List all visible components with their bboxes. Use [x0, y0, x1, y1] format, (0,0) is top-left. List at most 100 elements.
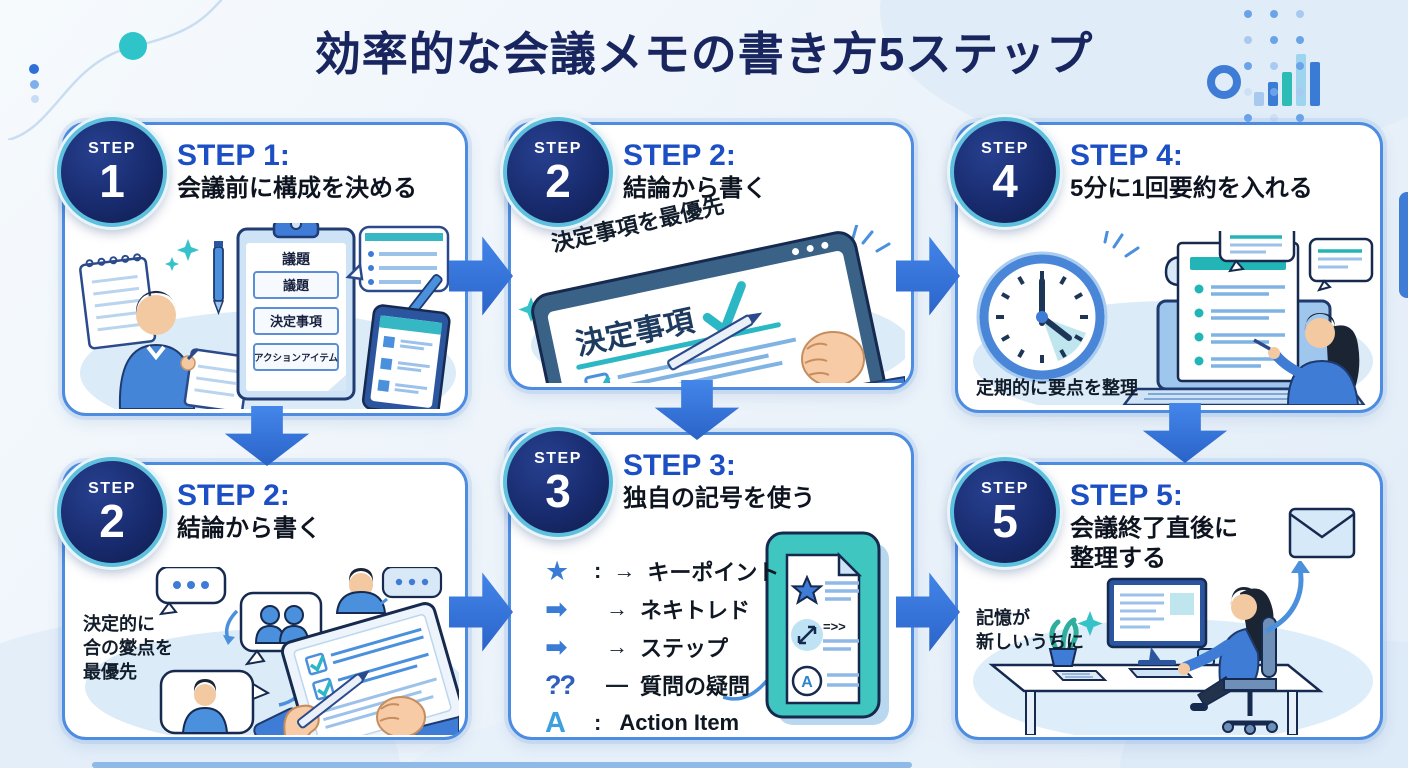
block-arrow-icon: ➡	[545, 593, 568, 624]
step4-illustration	[973, 231, 1374, 405]
caption-line: 合の夑点を	[83, 638, 173, 658]
edge-capsule-decoration	[1399, 192, 1408, 298]
keyboard-icon	[1127, 668, 1194, 678]
legend-row: ?? — 質問の疑問	[545, 669, 779, 701]
step2-illustration: 決定事項	[518, 225, 905, 383]
step-3-card: ★ : → キーポイント ➡ → ネキトレド ➡ → ステップ	[503, 427, 914, 740]
badge-step-number: 4	[992, 154, 1018, 207]
emphasis-lines-icon	[1103, 231, 1140, 258]
dot-decoration	[31, 95, 39, 103]
legend-separator: :	[594, 710, 602, 735]
badge-step-label: STEP	[534, 450, 582, 468]
badge-step-label: STEP	[88, 480, 136, 498]
hand-pen-icon	[296, 670, 459, 735]
step-badge: STEP 5	[950, 457, 1060, 567]
symbol-document-icon: =>> A	[765, 531, 889, 725]
badge-step-label: STEP	[981, 480, 1029, 498]
card-subtitle: 会議前に構成を決める	[177, 174, 417, 202]
bottom-strip-decoration	[92, 762, 912, 768]
badge-step-number: 3	[545, 464, 571, 517]
step-5-card: 記憶が 新しいうちに STEP 5 STEP 5: 会議終了直後に 整理する	[950, 457, 1383, 740]
doc-note: =>>	[823, 619, 846, 634]
card-header: STEP 4: 5分に1回要約を入れる	[1070, 140, 1313, 202]
badge-step-number: 2	[99, 494, 125, 547]
card-subtitle: 会議終了直後に	[1070, 514, 1238, 542]
step-1-card: 議題 議題 決定事項 アクションアイテム	[57, 117, 468, 416]
card-subtitle: 結論から書く	[623, 174, 767, 202]
clipboard-row: アクションアイテム	[254, 353, 339, 364]
action-item-icon: A	[545, 706, 566, 737]
speech-bubble-icon	[1308, 237, 1374, 292]
notebook-icon	[1051, 670, 1108, 681]
dash-icon: —	[606, 672, 628, 697]
caption-line: 新しいうちに	[976, 632, 1084, 652]
step5-illustration	[973, 577, 1373, 735]
arrow-right-icon: →	[606, 596, 628, 621]
circled-a-icon	[791, 665, 823, 697]
page-title: 効率的な会議メモの書き方5ステップ	[314, 28, 1094, 80]
card-body: 記憶が 新しいうちに	[958, 465, 1380, 737]
star-icon	[790, 574, 824, 605]
badge-step-number: 5	[992, 494, 1018, 547]
caption-line: 決定的に	[83, 614, 155, 634]
card-heading: STEP 2:	[177, 479, 290, 512]
card-body: 議題 議題 決定事項 アクションアイテム	[65, 125, 465, 413]
badge-step-label: STEP	[88, 140, 136, 158]
group-bubble-icon	[239, 591, 323, 666]
legend-row: ★ : → キーポイント	[545, 555, 779, 587]
step-badge: STEP 4	[950, 117, 1060, 227]
legend-row: ➡ → ステップ	[545, 631, 779, 663]
caption-line: 記憶が	[976, 608, 1030, 628]
block-arrow-icon: ➡	[545, 631, 568, 662]
arrow-right-icon: →	[613, 558, 636, 583]
doc-a-label: A	[801, 674, 813, 691]
card-body: 定期的に要点を整理	[958, 125, 1380, 410]
emphasis-lines-icon	[851, 225, 891, 253]
card-header: STEP 3: 独自の記号を使う	[623, 450, 815, 512]
legend-label: キーポイント	[647, 560, 780, 585]
card-heading: STEP 3:	[623, 449, 736, 482]
sparkle-icon	[518, 297, 544, 322]
monitor-icon	[1106, 577, 1208, 665]
badge-step-number: 2	[545, 154, 571, 207]
card-header: STEP 2: 結論から書く	[623, 140, 767, 202]
clipboard-row: 議題	[283, 278, 310, 293]
legend-row: ➡ → ネキトレド	[545, 593, 779, 625]
clipboard-row: 決定事項	[270, 314, 323, 329]
card-subtitle: 独自の記号を使う	[623, 484, 815, 512]
symbol-legend: ★ : → キーポイント ➡ → ネキトレド ➡ → ステップ	[545, 555, 779, 737]
note-bubble-icon	[345, 225, 450, 293]
corner-curve-decoration	[7, 0, 223, 140]
step-2-bottom-card: 決定的に 合の夑点を 最優先 STEP 2 STEP 2: 結論から書く	[57, 457, 468, 740]
step-badge: STEP 2	[57, 457, 167, 567]
card-header: STEP 1: 会議前に構成を決める	[177, 140, 417, 202]
hand-pen-icon	[667, 312, 905, 383]
teal-dot-icon	[119, 32, 147, 60]
ring-icon	[1207, 65, 1241, 99]
card-subtitle: 5分に1回要約を入れる	[1070, 174, 1313, 202]
card-heading: STEP 5:	[1070, 479, 1183, 512]
office-chair-icon	[1222, 616, 1278, 735]
envelope-icon	[1288, 507, 1356, 559]
badge-step-number: 1	[99, 154, 125, 207]
step-4-card: 定期的に要点を整理 STEP 4 STEP 4: 5分に1回要約を入れる	[950, 117, 1383, 413]
step-badge: STEP 3	[503, 427, 613, 537]
legend-label: 質問の疑問	[640, 674, 751, 699]
person-writing-icon	[118, 290, 251, 409]
clipboard-icon: 議題 議題 決定事項 アクションアイテム	[236, 223, 356, 401]
clock-icon	[976, 251, 1108, 383]
caption: 定期的に要点を整理	[976, 378, 1138, 398]
step-2-top-card: 決定事項 決定事項を最優先	[503, 117, 914, 390]
step1-illustration: 議題 議題 決定事項 アクションアイテム	[79, 223, 456, 409]
step-badge: STEP 1	[57, 117, 167, 227]
card-subtitle: 整理する	[1070, 545, 1166, 573]
card-heading: STEP 2:	[623, 139, 736, 172]
sparkle-icon	[177, 239, 199, 261]
dot-grid-decoration	[1244, 10, 1304, 122]
arrow-right-icon: →	[606, 634, 628, 659]
step2b-illustration	[85, 567, 459, 735]
card-body: 決定事項 決定事項を最優先	[511, 125, 911, 387]
plant-icon	[1048, 617, 1079, 667]
send-arrow-icon	[1264, 561, 1310, 634]
